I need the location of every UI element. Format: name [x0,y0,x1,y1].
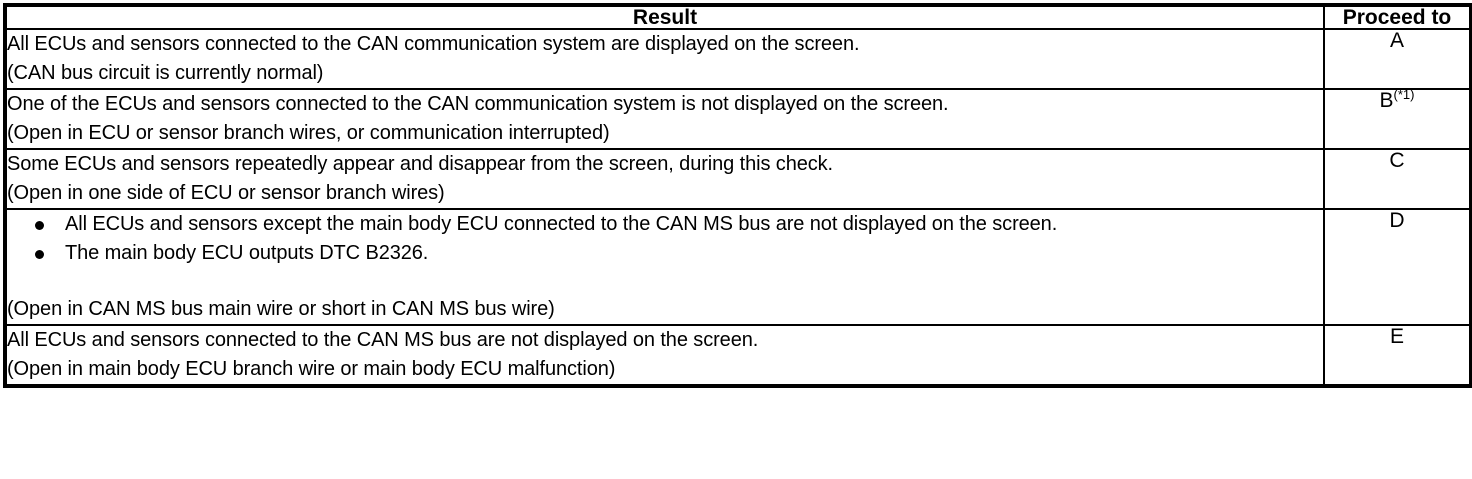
list-item-label: All ECUs and sensors except the main bod… [65,213,1058,235]
proceed-value: E [1389,325,1404,348]
result-line: (CAN bus circuit is currently normal) [7,62,324,84]
footnote-reference: (*1) [1393,87,1415,102]
table-row: All ECUs and sensors except the main bod… [4,208,1472,326]
result-cell: All ECUs and sensors except the main bod… [4,208,1325,326]
result-cell: All ECUs and sensors connected to the CA… [4,324,1325,387]
table-row: All ECUs and sensors connected to the CA… [4,324,1472,387]
result-cell: One of the ECUs and sensors connected to… [4,88,1325,150]
column-header-proceed-to: Proceed to [1323,4,1472,30]
proceed-value: D [1389,209,1405,232]
result-cell: All ECUs and sensors connected to the CA… [4,28,1325,90]
blank-line-spacer [7,268,1323,295]
proceed-cell: E [1323,324,1472,387]
result-line: All ECUs and sensors connected to the CA… [7,329,759,351]
table-header-row: Result Proceed to [4,4,1472,30]
result-line: (Open in CAN MS bus main wire or short i… [7,298,555,320]
diagnostic-result-table: Result Proceed to All ECUs and sensors c… [3,3,1472,388]
table-row: Some ECUs and sensors repeatedly appear … [4,148,1472,210]
bullet-icon [35,221,44,230]
proceed-value: A [1389,29,1404,52]
table-row: One of the ECUs and sensors connected to… [4,87,1472,150]
proceed-value: C [1389,149,1405,172]
proceed-cell: C [1323,148,1472,210]
column-header-result: Result [4,4,1325,30]
proceed-cell: A [1323,28,1472,90]
result-line: One of the ECUs and sensors connected to… [7,93,949,115]
bullet-icon [35,250,44,259]
result-line: All ECUs and sensors connected to the CA… [7,33,860,55]
table-header: Result Proceed to [4,4,1472,30]
result-line: (Open in main body ECU branch wire or ma… [7,358,616,380]
proceed-cell: D [1323,208,1472,326]
table-row: All ECUs and sensors connected to the CA… [4,28,1472,90]
list-item-label: The main body ECU outputs DTC B2326. [65,242,429,264]
list-item: All ECUs and sensors except the main bod… [7,210,1323,239]
proceed-cell: B(*1) [1323,87,1472,150]
table-body: All ECUs and sensors connected to the CA… [4,28,1472,387]
result-line: (Open in ECU or sensor branch wires, or … [7,122,610,144]
result-line: Some ECUs and sensors repeatedly appear … [7,153,834,175]
result-line: (Open in one side of ECU or sensor branc… [7,182,445,204]
result-bullet-list: All ECUs and sensors except the main bod… [7,210,1323,268]
result-cell: Some ECUs and sensors repeatedly appear … [4,148,1325,210]
list-item: The main body ECU outputs DTC B2326. [7,239,1323,268]
proceed-value: B [1379,89,1394,112]
